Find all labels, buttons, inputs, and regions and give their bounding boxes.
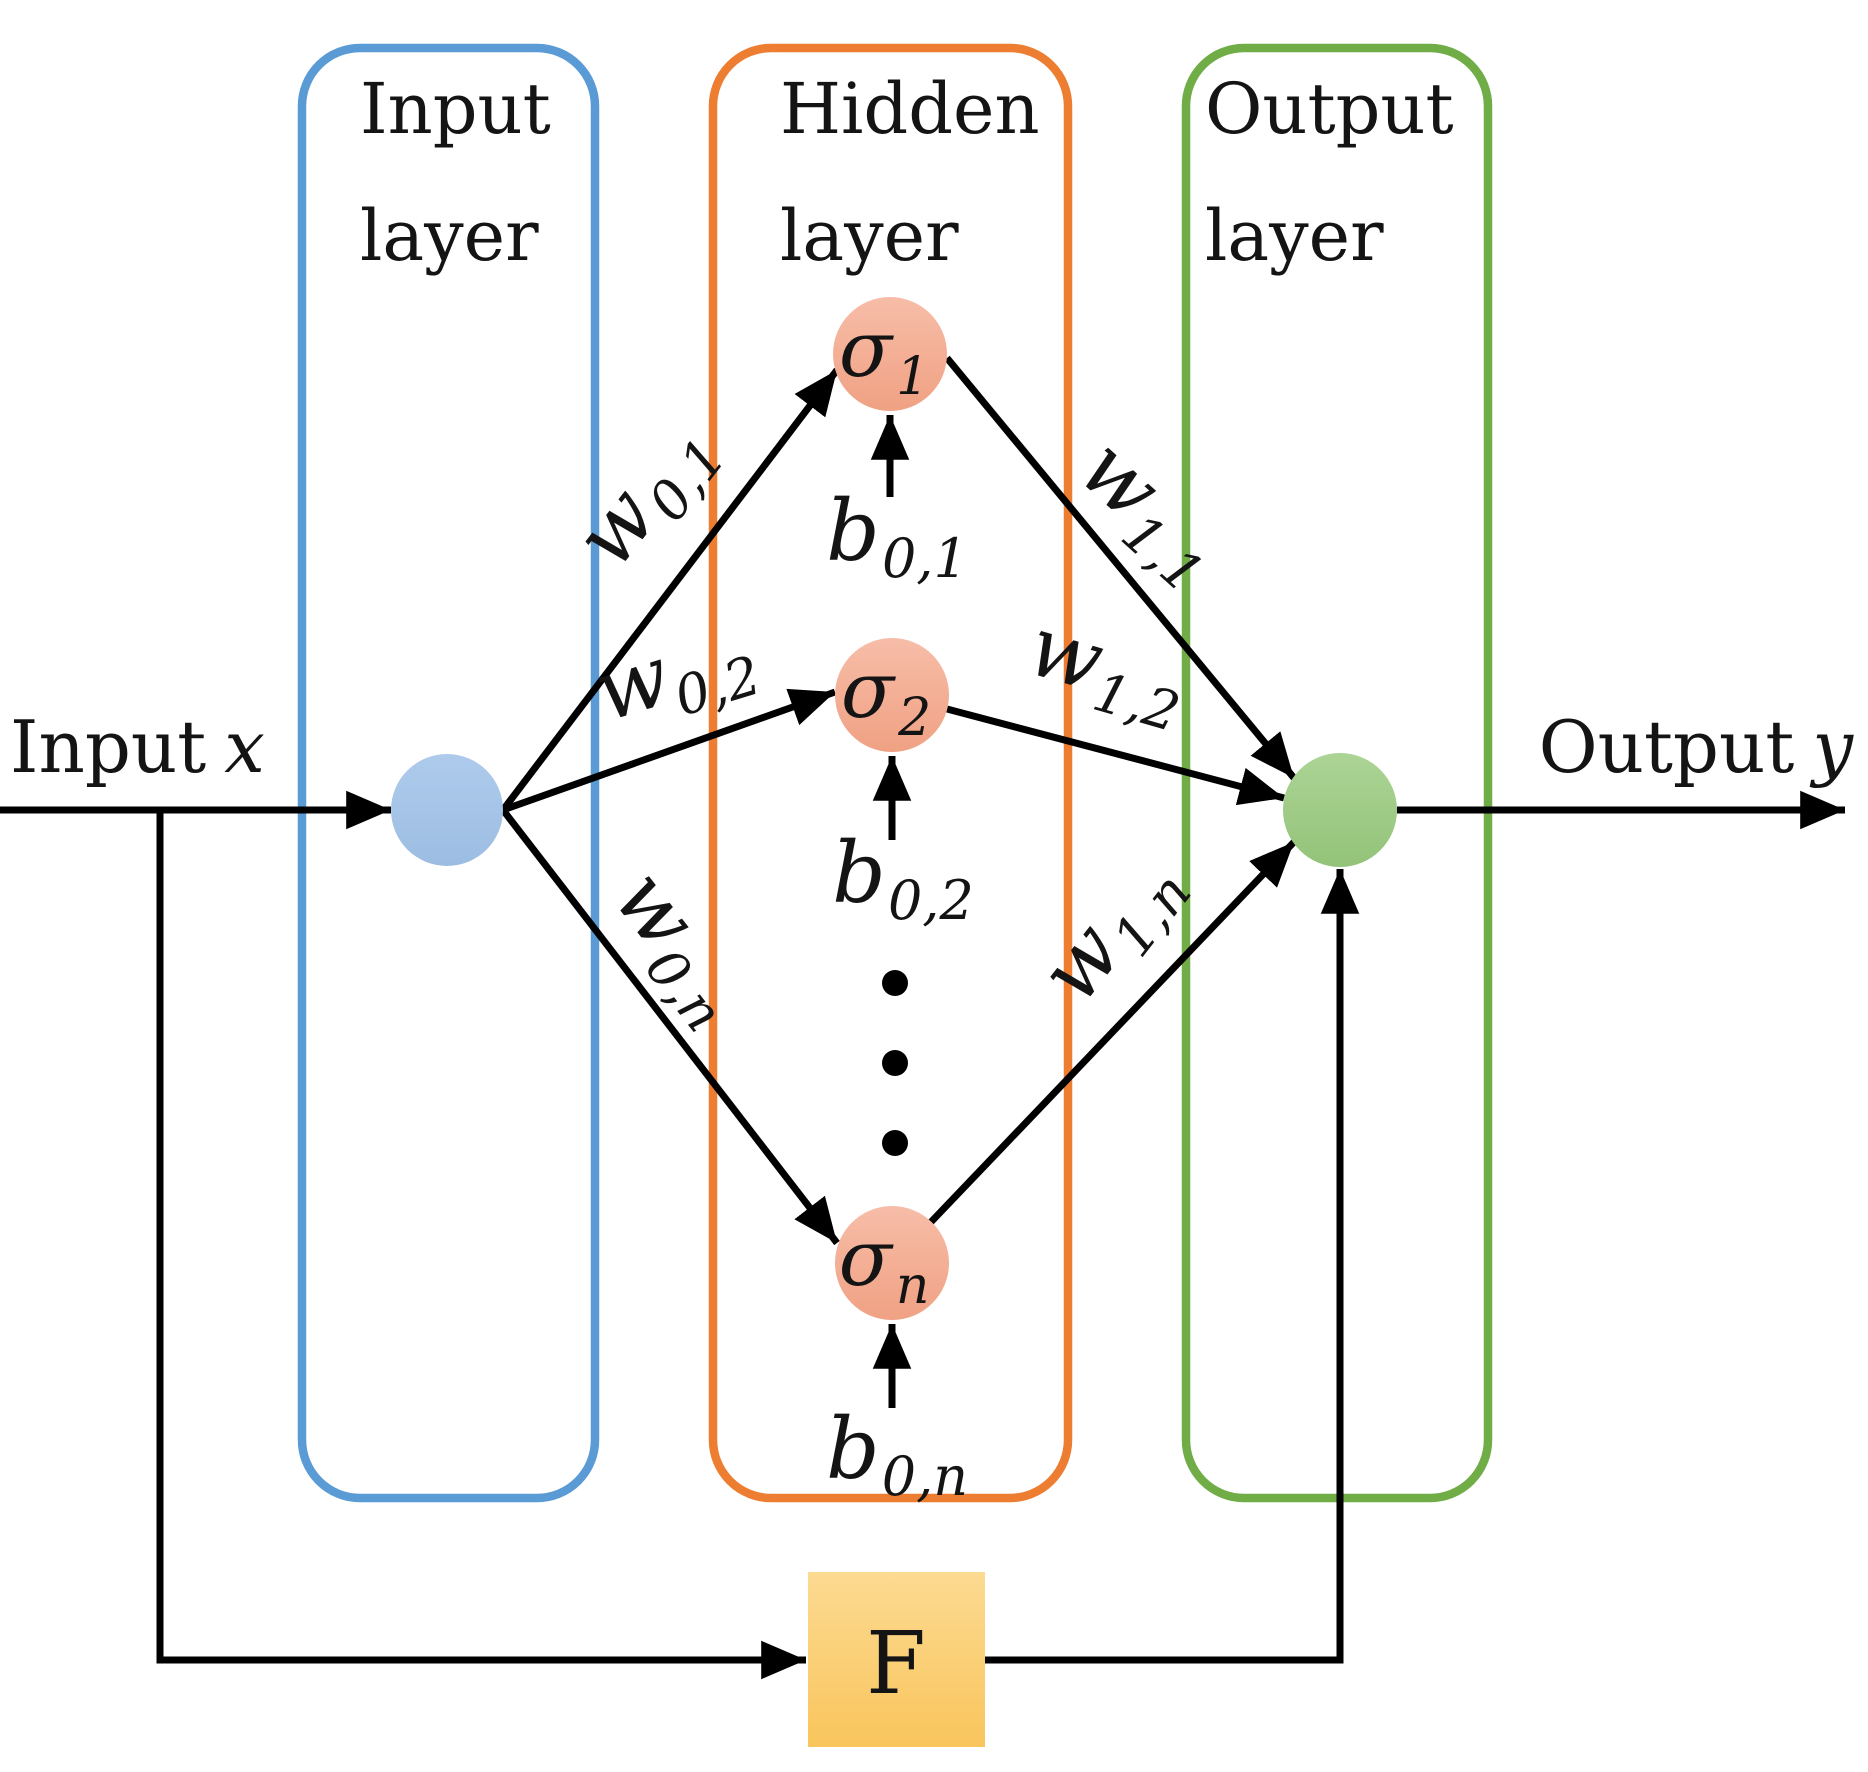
input-layer-box bbox=[297, 43, 600, 1503]
weight-w1n-label: w1,n bbox=[1020, 834, 1204, 1027]
input-word: Input bbox=[10, 705, 206, 789]
edge-input-to-sigma2 bbox=[501, 688, 837, 814]
f-block bbox=[808, 1572, 985, 1747]
dot-icon bbox=[882, 1050, 908, 1076]
bias-labels: b0,1 b0,2 b0,n bbox=[826, 482, 974, 1508]
hidden-layer-title-line2: layer bbox=[780, 195, 959, 277]
output-var: y bbox=[1809, 705, 1854, 789]
sigma1-label: σ1 bbox=[839, 305, 929, 407]
sigman-base: σ bbox=[839, 1214, 894, 1304]
b01-base: b bbox=[826, 482, 880, 580]
weight-w11-label: w1,1 bbox=[1055, 418, 1246, 605]
output-layer-title-line1: Output bbox=[1205, 68, 1454, 150]
skip-connection-to-f bbox=[156, 810, 806, 1680]
b01-sub: 0,1 bbox=[882, 527, 968, 590]
sigma2-sub: 2 bbox=[897, 688, 931, 748]
f-to-output-arrow bbox=[985, 869, 1360, 1664]
edge-sigman-to-output bbox=[928, 839, 1297, 1225]
sigman-label: σn bbox=[839, 1214, 930, 1316]
b02-base: b bbox=[832, 824, 886, 922]
input-layer-title-line1: Input bbox=[360, 68, 551, 150]
output-layer-title-line2: layer bbox=[1205, 195, 1384, 277]
nodes bbox=[391, 297, 1397, 1320]
input-node bbox=[391, 754, 503, 866]
edge-sigma1-to-output bbox=[944, 355, 1297, 781]
output-weight-labels: w1,1 w1,2 w1,n bbox=[1016, 418, 1246, 1027]
sigma2-label: σ2 bbox=[841, 646, 931, 748]
dot-icon bbox=[882, 970, 908, 996]
bias-b02-label: b0,2 bbox=[832, 824, 974, 932]
sigma1-base: σ bbox=[839, 305, 894, 395]
output-node bbox=[1283, 753, 1397, 867]
b0n-sub: 0,n bbox=[882, 1445, 968, 1508]
connections bbox=[0, 355, 1845, 1680]
hidden-node-n bbox=[835, 1206, 949, 1320]
w02-sub: 0,2 bbox=[667, 643, 768, 728]
bias-b0n-label: b0,n bbox=[826, 1400, 968, 1508]
hidden-node-2 bbox=[835, 638, 949, 752]
output-word: Output bbox=[1539, 705, 1795, 789]
hidden-layer-title-line1: Hidden bbox=[780, 68, 1040, 150]
w12-sub: 1,2 bbox=[1087, 660, 1187, 744]
layer-titles: Input layer Hidden layer Output layer bbox=[360, 68, 1454, 277]
weight-w12-label: w1,2 bbox=[1016, 596, 1199, 744]
edge-sigma2-to-output bbox=[946, 705, 1285, 806]
sigma1-sub: 1 bbox=[896, 347, 929, 407]
b0n-base: b bbox=[826, 1400, 880, 1498]
dot-icon bbox=[882, 1130, 908, 1156]
ellipsis-dots bbox=[882, 970, 908, 1156]
sigman-sub: n bbox=[896, 1256, 930, 1316]
f-block-label: F bbox=[866, 1614, 926, 1714]
bias-b01-label: b0,1 bbox=[826, 482, 968, 590]
hidden-node-1 bbox=[833, 297, 947, 411]
input-layer-title-line2: layer bbox=[360, 195, 539, 277]
edge-input-to-sigman bbox=[500, 807, 840, 1246]
sigma2-base: σ bbox=[841, 646, 896, 736]
hidden-layer-box bbox=[708, 43, 1073, 1503]
edge-input-to-sigma1 bbox=[500, 367, 840, 813]
weight-w0n-label: w0,n bbox=[587, 851, 771, 1044]
b02-sub: 0,2 bbox=[888, 869, 974, 932]
input-var: x bbox=[224, 705, 265, 789]
hidden-node-labels: σ1 σ2 σn bbox=[839, 305, 932, 1316]
